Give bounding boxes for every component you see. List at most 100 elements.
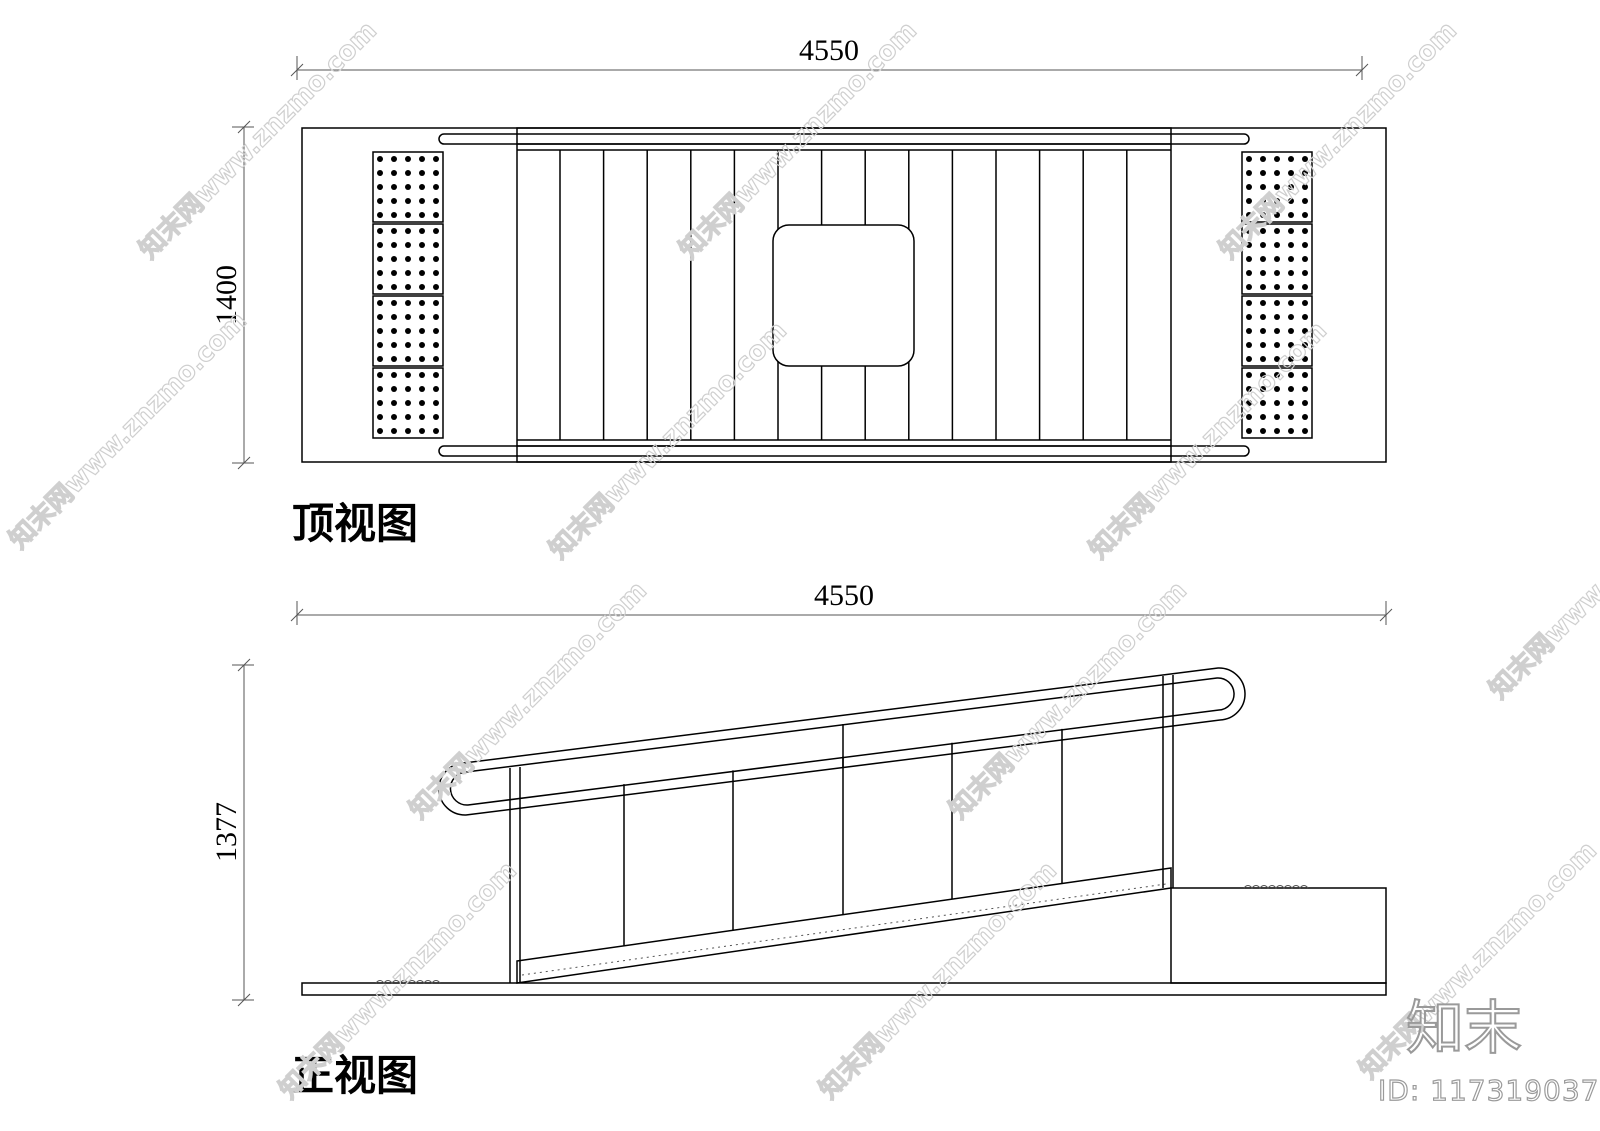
tactile-dot xyxy=(405,228,411,234)
ramp-slope xyxy=(516,867,1172,984)
tactile-dot xyxy=(433,184,439,190)
tactile-dot xyxy=(1288,198,1294,204)
tactile-dot xyxy=(1260,386,1266,392)
tactile-dot xyxy=(391,212,397,218)
tactile-dot xyxy=(1302,386,1308,392)
watermark-logo: 知末 xyxy=(1406,994,1522,1062)
tactile-dot xyxy=(1274,156,1280,162)
tactile-dot xyxy=(405,386,411,392)
tactile-dot xyxy=(1246,400,1252,406)
tactile-dot xyxy=(433,270,439,276)
tactile-dot xyxy=(1260,256,1266,262)
tactile-dot xyxy=(419,284,425,290)
tactile-dot xyxy=(1302,284,1308,290)
tactile-dot xyxy=(1274,242,1280,248)
tactile-dot xyxy=(1274,342,1280,348)
tactile-dot xyxy=(405,284,411,290)
tactile-dot xyxy=(377,300,383,306)
tactile-dot xyxy=(1288,284,1294,290)
front-width-dimension-label: 4550 xyxy=(814,579,874,612)
tactile-dot xyxy=(391,356,397,362)
tactile-dot xyxy=(1260,356,1266,362)
tactile-dot xyxy=(391,228,397,234)
tactile-dot xyxy=(433,156,439,162)
tactile-dot xyxy=(1288,356,1294,362)
front-tactile-left xyxy=(375,980,441,984)
tactile-dot xyxy=(433,170,439,176)
tactile-dot xyxy=(405,314,411,320)
tactile-tile xyxy=(372,223,444,295)
watermark-text: 知末网www.znzmo.com xyxy=(814,856,1063,1105)
tactile-dot xyxy=(377,372,383,378)
tactile-dot xyxy=(433,284,439,290)
tactile-dot xyxy=(1302,428,1308,434)
tactile-dot xyxy=(1302,184,1308,190)
tactile-dot xyxy=(1246,170,1252,176)
tactile-dot xyxy=(1274,372,1280,378)
tactile-dot xyxy=(1246,242,1252,248)
tactile-dot xyxy=(1288,400,1294,406)
tactile-dot xyxy=(405,356,411,362)
tactile-dot xyxy=(1260,328,1266,334)
tactile-dot xyxy=(419,356,425,362)
tactile-dot xyxy=(391,284,397,290)
tactile-dot xyxy=(1274,256,1280,262)
tactile-dot xyxy=(1246,256,1252,262)
front-handrail-outer xyxy=(438,667,1246,816)
tactile-dot xyxy=(1260,198,1266,204)
tactile-dot xyxy=(1288,328,1294,334)
tactile-dot xyxy=(1260,184,1266,190)
tactile-dot xyxy=(377,386,383,392)
tactile-dot xyxy=(391,372,397,378)
tactile-dot xyxy=(1274,198,1280,204)
tactile-dot xyxy=(433,300,439,306)
top-view-title: 顶视图 xyxy=(292,499,418,548)
tactile-dot xyxy=(1260,170,1266,176)
tactile-dot xyxy=(391,184,397,190)
tactile-dot xyxy=(1246,228,1252,234)
tactile-dot xyxy=(1302,256,1308,262)
tactile-dot xyxy=(419,228,425,234)
top-height-dimension-line xyxy=(232,120,254,470)
tactile-dot xyxy=(419,156,425,162)
tactile-dot xyxy=(377,400,383,406)
tactile-dot xyxy=(1246,156,1252,162)
tactile-dot xyxy=(419,212,425,218)
tactile-dot xyxy=(391,170,397,176)
tactile-dot xyxy=(1260,400,1266,406)
tactile-dot xyxy=(1246,386,1252,392)
tactile-dot xyxy=(377,270,383,276)
tactile-dot xyxy=(1302,342,1308,348)
tactile-dot xyxy=(1246,300,1252,306)
tactile-dot xyxy=(377,184,383,190)
tactile-dot xyxy=(433,242,439,248)
tactile-dot xyxy=(377,228,383,234)
tactile-dot xyxy=(419,386,425,392)
tactile-dot xyxy=(419,270,425,276)
tactile-dot xyxy=(1274,314,1280,320)
tactile-dot xyxy=(433,356,439,362)
top-view: 4550 1400 顶视图 xyxy=(210,34,1387,548)
tactile-dot xyxy=(1260,314,1266,320)
tactile-tile xyxy=(1241,367,1313,439)
tactile-dot xyxy=(1260,342,1266,348)
front-width-dimension-line xyxy=(290,601,1393,625)
tactile-dot xyxy=(1302,270,1308,276)
tactile-dot xyxy=(1246,198,1252,204)
tactile-dot xyxy=(1274,356,1280,362)
tactile-dot xyxy=(1246,212,1252,218)
tactile-dot xyxy=(1246,314,1252,320)
tactile-dot xyxy=(1246,284,1252,290)
tactile-dot xyxy=(1274,414,1280,420)
tactile-dot xyxy=(405,328,411,334)
front-handrail-inner xyxy=(449,677,1235,806)
tactile-dot xyxy=(1288,156,1294,162)
tactile-dot xyxy=(1302,242,1308,248)
tactile-dot xyxy=(433,328,439,334)
tactile-dot xyxy=(1302,156,1308,162)
tactile-dot xyxy=(391,400,397,406)
handrail-bottom xyxy=(438,445,1250,457)
front-balusters xyxy=(623,724,1063,946)
tactile-dot xyxy=(1246,414,1252,420)
tactile-dot xyxy=(391,328,397,334)
